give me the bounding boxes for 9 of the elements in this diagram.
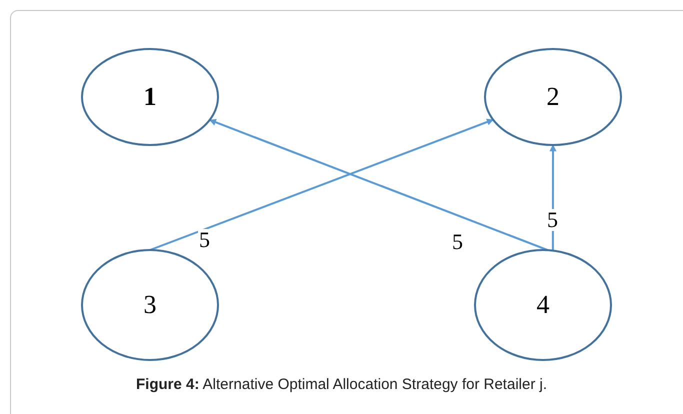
node-number: 2 bbox=[546, 82, 560, 112]
node-number: 1 bbox=[142, 82, 158, 112]
figure-caption: Figure 4: Alternative Optimal Allocation Strategy for Retailer j. bbox=[134, 376, 548, 393]
edge-label: 5 bbox=[546, 209, 559, 231]
arrow bbox=[209, 118, 548, 252]
node-number: 4 bbox=[536, 290, 550, 320]
arrow bbox=[150, 118, 494, 251]
arrow bbox=[550, 144, 556, 251]
node-number: 3 bbox=[142, 290, 158, 320]
